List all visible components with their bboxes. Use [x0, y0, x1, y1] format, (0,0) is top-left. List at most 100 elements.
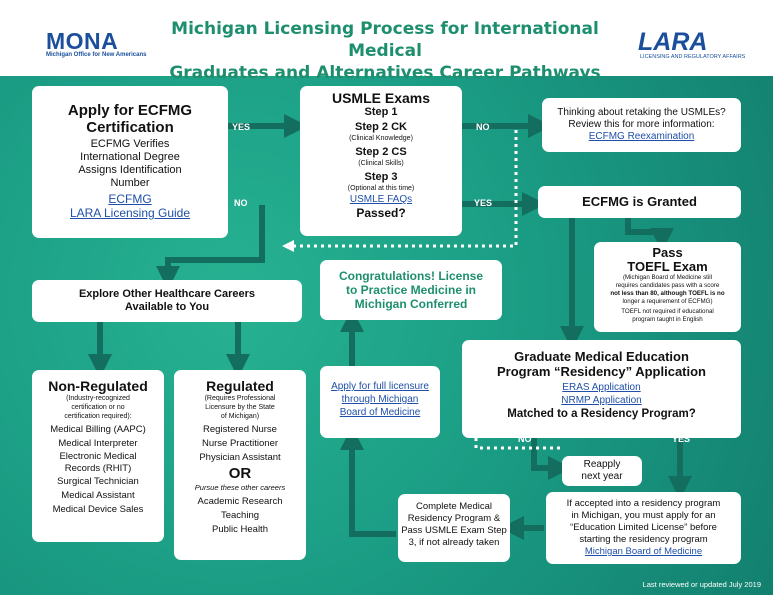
- lara-logo-subtitle: LICENSING AND REGULATORY AFFAIRS: [640, 54, 746, 60]
- nonreg-item: Medical Billing (AAPC): [50, 424, 146, 435]
- apply-title-2: Certification: [86, 119, 174, 136]
- nonreg-item: Medical Interpreter: [58, 438, 138, 449]
- toefl-note-6: program taught in English: [632, 316, 703, 323]
- full-licensure-box: Apply for full licensure through Michiga…: [320, 366, 440, 438]
- toefl-box: Pass TOEFL Exam (Michigan Board of Medic…: [594, 242, 741, 332]
- accepted-line-1: If accepted into a residency program: [566, 498, 721, 509]
- reg-item: Physician Assistant: [199, 452, 281, 463]
- congrats-line-3: Michigan Conferred: [354, 297, 468, 311]
- toefl-note-1: (Michigan Board of Medicine still: [622, 274, 713, 281]
- reg-sub-2: Licensure by the State: [205, 404, 275, 411]
- usmle-title: USMLE Exams: [331, 90, 431, 106]
- usmle-step1: Step 1: [364, 106, 398, 118]
- header-bar: MONA Michigan Office for New Americans M…: [0, 0, 773, 83]
- last-updated-note: Last reviewed or updated July 2019: [642, 580, 761, 589]
- complete-line-1: Complete Medical: [415, 501, 493, 512]
- toefl-title-1: Pass: [652, 245, 683, 260]
- usmle-step2ck-sub: (Clinical Knowledge): [349, 135, 413, 142]
- label-no-apply: NO: [234, 198, 248, 208]
- ecfmg-link[interactable]: ECFMG: [108, 192, 152, 206]
- nonreg-title: Non-Regulated: [48, 378, 148, 394]
- gme-title-2: Program “Residency” Application: [496, 364, 706, 379]
- gme-title-1: Graduate Medical Education: [514, 349, 689, 364]
- dotted-reapply-return: [474, 438, 560, 450]
- full-licensure-link-3[interactable]: Board of Medicine: [339, 407, 421, 418]
- eras-application-link[interactable]: ERAS Application: [562, 382, 641, 393]
- ecfmg-reexamination-link[interactable]: ECFMG Reexamination: [588, 131, 695, 142]
- toefl-note-3: not less than 80, although TOEFL is no: [610, 290, 725, 297]
- explore-line-1: Explore Other Healthcare Careers: [78, 288, 256, 300]
- reapply-line-1: Reapply: [583, 459, 621, 470]
- reg-title: Regulated: [206, 378, 274, 394]
- complete-line-2: Residency Program &: [407, 513, 501, 524]
- nonreg-item: Medical Device Sales: [52, 504, 144, 515]
- ecfmg-granted-box: ECFMG is Granted: [538, 186, 741, 218]
- complete-line-4: 3, if not already taken: [408, 537, 500, 548]
- toefl-note-5: TOEFL not required if educational: [621, 308, 714, 315]
- complete-residency-box: Complete Medical Residency Program & Pas…: [398, 494, 510, 562]
- dotted-return-path: [282, 130, 518, 252]
- nonreg-item: Records (RHIT): [64, 463, 132, 474]
- apply-title-1: Apply for ECFMG: [67, 102, 193, 119]
- usmle-step3: Step 3: [364, 171, 398, 183]
- full-licensure-link-2[interactable]: through Michigan: [341, 394, 419, 405]
- congrats-line-2: to Practice Medicine in: [345, 283, 477, 297]
- mona-logo-subtitle: Michigan Office for New Americans: [46, 52, 147, 58]
- nrmp-application-link[interactable]: NRMP Application: [561, 395, 642, 406]
- michigan-board-of-medicine-link[interactable]: Michigan Board of Medicine: [584, 546, 703, 557]
- toefl-note-4: longer a requirement of ECFMG): [622, 298, 713, 305]
- arrow-complete-to-fulllicense: [340, 426, 396, 537]
- mona-logo: MONA: [46, 28, 119, 54]
- lara-logo: LARA: [638, 28, 708, 56]
- non-regulated-box: Non-Regulated (Industry-recognized certi…: [32, 370, 164, 542]
- nonreg-item: Surgical Technician: [57, 476, 139, 487]
- reg-item2: Teaching: [220, 510, 260, 521]
- lara-licensing-guide-link[interactable]: LARA Licensing Guide: [69, 206, 191, 220]
- reapply-box: Reapply next year: [562, 456, 642, 486]
- regulated-box: Regulated (Requires Professional Licensu…: [174, 370, 306, 560]
- usmle-faqs-link[interactable]: USMLE FAQs: [349, 194, 413, 205]
- reapply-line-2: next year: [581, 471, 623, 482]
- retake-usmle-box: Thinking about retaking the USMLEs? Revi…: [542, 98, 741, 152]
- nonreg-sub-3: certification required):: [64, 413, 132, 420]
- arrow-apply-to-explore: [156, 205, 265, 290]
- congrats-box: Congratulations! License to Practice Med…: [320, 260, 502, 320]
- apply-line-2: International Degree: [80, 151, 180, 163]
- reg-item2: Public Health: [212, 524, 268, 535]
- reg-sub-1: (Requires Professional: [204, 395, 276, 402]
- nonreg-sub-1: (Industry-recognized: [66, 395, 130, 402]
- nonreg-sub-2: certification or no: [71, 404, 125, 411]
- accepted-line-3: “Education Limited License” before: [570, 522, 717, 533]
- apply-line-3: Assigns Identification: [78, 164, 182, 176]
- usmle-exams-box: USMLE Exams Step 1 Step 2 CK (Clinical K…: [300, 86, 462, 236]
- explore-careers-box: Explore Other Healthcare Careers Availab…: [32, 280, 302, 322]
- usmle-step2cs: Step 2 CS: [355, 146, 407, 158]
- nonreg-item: Medical Assistant: [61, 490, 135, 501]
- reg-or: OR: [228, 465, 252, 482]
- explore-line-2: Available to You: [124, 301, 210, 313]
- page-title-line2: Graduates and Alternatives Career Pathwa…: [169, 63, 601, 83]
- reg-item2: Academic Research: [197, 496, 283, 507]
- accepted-line-4: starting the residency program: [579, 534, 708, 545]
- gme-residency-box: Graduate Medical Education Program “Resi…: [462, 340, 741, 438]
- nonreg-item: Electronic Medical: [59, 451, 137, 462]
- usmle-step2cs-sub: (Clinical Skills): [358, 160, 404, 167]
- granted-title: ECFMG is Granted: [582, 194, 697, 209]
- label-no-usmle: NO: [476, 122, 490, 132]
- usmle-question: Passed?: [356, 206, 406, 220]
- retake-line-2: Review this for more information:: [568, 119, 715, 130]
- label-yes-usmle: YES: [474, 198, 493, 208]
- page-title-line1: Michigan Licensing Process for Internati…: [171, 19, 599, 61]
- full-licensure-link-1[interactable]: Apply for full licensure: [331, 381, 429, 392]
- accepted-line-2: in Michigan, you must apply for an: [571, 510, 716, 521]
- usmle-step3-sub: (Optional at this time): [347, 185, 415, 192]
- apply-ecfmg-box: Apply for ECFMG Certification ECFMG Veri…: [32, 86, 228, 238]
- complete-line-3: Pass USMLE Exam Step: [401, 525, 507, 536]
- page-title: Michigan Licensing Process for Internati…: [140, 18, 630, 84]
- label-no-match: NO: [518, 434, 532, 444]
- arrow-gme-to-reapply: [531, 438, 572, 480]
- gme-question: Matched to a Residency Program?: [507, 408, 696, 420]
- accepted-residency-box: If accepted into a residency program in …: [546, 492, 741, 564]
- reg-sub-3: of Michigan): [220, 413, 260, 420]
